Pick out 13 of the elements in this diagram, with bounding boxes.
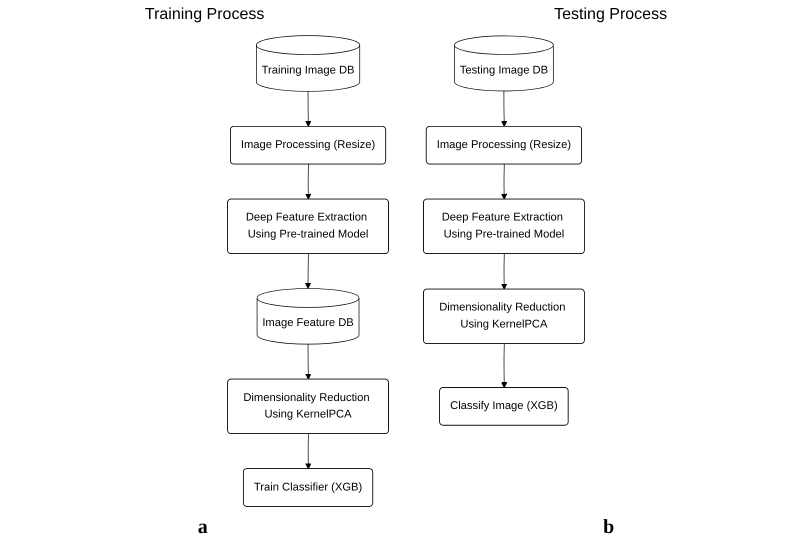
arrow [501,344,508,388]
arrow [305,164,312,200]
section-heading: Training Process [144,6,264,24]
arrow [305,344,312,380]
arrow [501,254,508,290]
section-heading: Testing Process [554,6,668,24]
arrow [305,90,312,127]
arrow [501,164,508,200]
arrow [305,434,312,470]
arrow [501,90,508,127]
arrow [304,254,312,289]
panel-letter: b [603,516,614,538]
panel-letter: a [198,516,208,538]
